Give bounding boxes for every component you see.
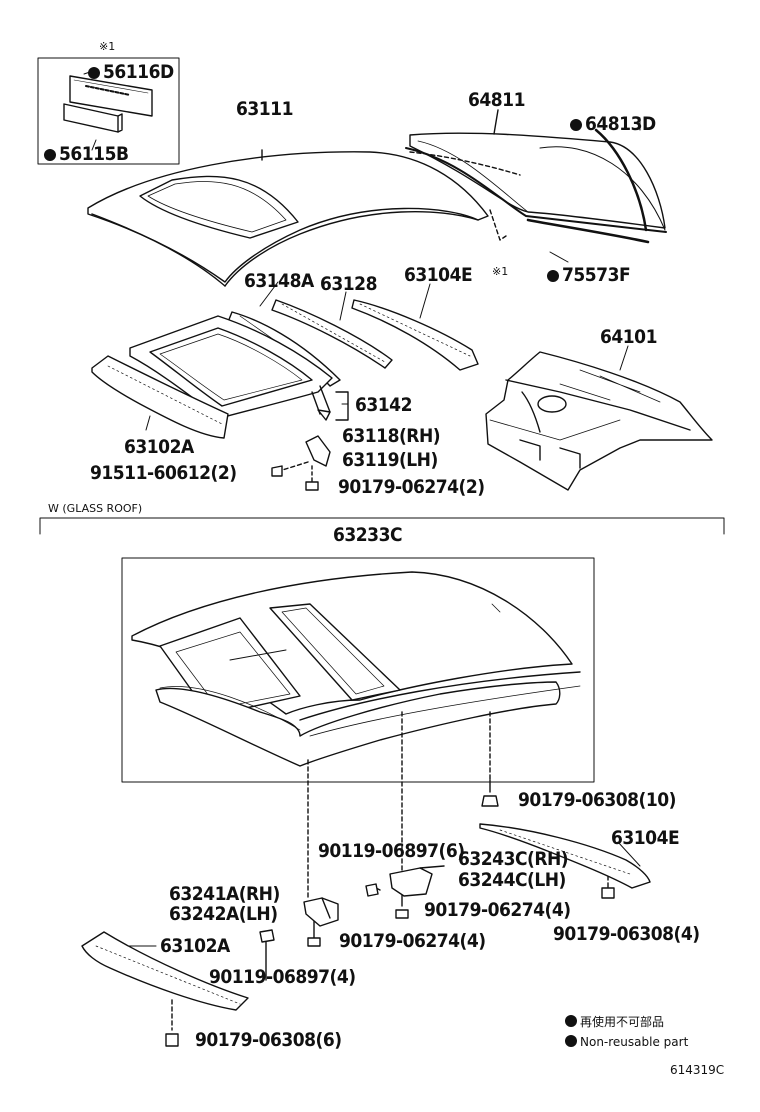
- part-label-64813D: 64813D: [570, 115, 656, 134]
- figure-code: 614319C: [670, 1063, 725, 1077]
- non-reusable-dot-icon: [44, 149, 56, 161]
- part-label-91511: 91511-60612(2): [90, 462, 237, 484]
- part-label-63111: 63111: [236, 98, 293, 120]
- part-label-63148A: 63148A: [244, 270, 314, 292]
- legend-japanese: 再使用不可部品: [565, 1015, 664, 1028]
- non-reusable-dot-icon: [565, 1035, 577, 1047]
- part-label-63102A-top: 63102A: [124, 436, 194, 458]
- part-label-64101: 64101: [600, 326, 657, 348]
- front-header-panel-top: [91, 355, 229, 439]
- part-label-63104E-top: 63104E: [404, 264, 473, 286]
- lower-brackets: [303, 865, 445, 927]
- ref-mark-bottom: ※1: [492, 265, 509, 278]
- part-label-63104E-bottom: 63104E: [611, 827, 680, 849]
- section-label-glass-roof: W (GLASS ROOF): [48, 502, 143, 515]
- part-label-90119-4: 90119-06897(4): [209, 966, 356, 988]
- part-label-63142: 63142: [355, 394, 412, 416]
- part-label-56116D: 56116D: [88, 63, 174, 82]
- sunroof-frame: [129, 315, 333, 419]
- part-label-56115B: 56115B: [44, 145, 129, 164]
- part-label-63242A: 63242A(LH): [169, 903, 278, 925]
- part-label-63233C: 63233C: [333, 524, 403, 546]
- part-label-90179-4a: 90179-06274(4): [424, 899, 571, 921]
- emblem-inset-box: [37, 57, 180, 165]
- roof-panel: [87, 149, 489, 287]
- part-label-63241A: 63241A(RH): [169, 883, 280, 905]
- part-label-63119: 63119(LH): [342, 449, 438, 471]
- glass-roof-assembly: [131, 571, 581, 767]
- windshield-glass: [405, 109, 667, 244]
- non-reusable-dot-icon: [565, 1015, 577, 1027]
- lower-hardware: [165, 795, 615, 1047]
- glass-roof-section-frame: [39, 517, 725, 783]
- part-label-63128: 63128: [320, 273, 377, 295]
- part-label-63244C: 63244C(LH): [458, 869, 566, 891]
- rear-header-bottom: [479, 823, 651, 889]
- non-reusable-dot-icon: [547, 270, 559, 282]
- part-label-90179-4c: 90179-06308(4): [553, 923, 700, 945]
- front-header-bottom: [81, 931, 249, 1011]
- rear-floor-panel: [485, 351, 713, 491]
- part-label-75573F: 75573F: [547, 266, 631, 285]
- part-label-63118: 63118(RH): [342, 425, 441, 447]
- part-label-90179-4b: 90179-06274(4): [339, 930, 486, 952]
- non-reusable-dot-icon: [88, 67, 100, 79]
- non-reusable-dot-icon: [570, 119, 582, 131]
- part-label-90179-6: 90179-06308(6): [195, 1029, 342, 1051]
- part-label-63102A-bottom: 63102A: [160, 935, 230, 957]
- lower-leaders: [171, 711, 609, 1031]
- roof-brackets: [271, 385, 349, 491]
- part-label-90179-2: 90179-06274(2): [338, 476, 485, 498]
- part-label-90179-10: 90179-06308(10): [518, 789, 676, 811]
- ref-mark-top: ※1: [99, 40, 116, 53]
- part-label-64811: 64811: [468, 89, 525, 111]
- part-label-63243C: 63243C(RH): [458, 848, 569, 870]
- legend-english: Non-reusable part: [565, 1035, 688, 1048]
- part-label-90119-6: 90119-06897(6): [318, 840, 465, 862]
